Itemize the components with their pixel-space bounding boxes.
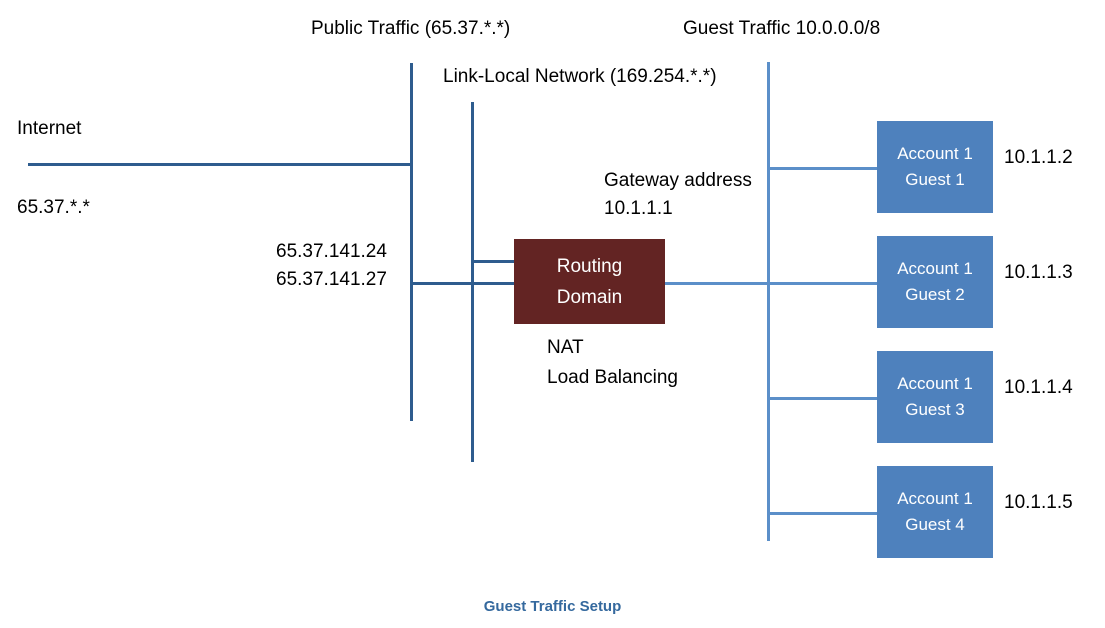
routing-domain-line-2: Domain xyxy=(556,286,623,308)
gateway-address-label: Gateway address xyxy=(604,170,752,191)
guest-4-name: Guest 4 xyxy=(905,515,965,534)
guest-box-1[interactable]: Account 1 Guest 1 xyxy=(877,121,993,213)
internet-label: Internet xyxy=(17,118,82,139)
guest-box-2[interactable]: Account 1 Guest 2 xyxy=(877,236,993,328)
internet-link-line xyxy=(28,163,413,166)
link-local-title: Link-Local Network (169.254.*.*) xyxy=(443,66,717,87)
guest-4-ip-label: 10.1.1.5 xyxy=(1004,492,1073,513)
guest-3-ip-label: 10.1.1.4 xyxy=(1004,377,1073,398)
public-ip-2-label: 65.37.141.27 xyxy=(276,269,387,290)
guest-4-account: Account 1 xyxy=(897,489,973,508)
guest-2-name: Guest 2 xyxy=(905,285,965,304)
internet-range-label: 65.37.*.* xyxy=(17,197,90,218)
nat-label: NAT xyxy=(547,337,584,358)
guest-2-ip-label: 10.1.1.3 xyxy=(1004,262,1073,283)
guest-1-ip-label: 10.1.1.2 xyxy=(1004,147,1073,168)
public-traffic-to-routing-connector xyxy=(410,282,517,285)
guest-3-name: Guest 3 xyxy=(905,400,965,419)
guest-4-connector xyxy=(767,512,879,515)
guest-1-name: Guest 1 xyxy=(905,170,965,189)
guest-3-account: Account 1 xyxy=(897,374,973,393)
load-balancing-label: Load Balancing xyxy=(547,367,678,388)
guest-box-3[interactable]: Account 1 Guest 3 xyxy=(877,351,993,443)
guest-3-connector xyxy=(767,397,879,400)
gateway-ip-label: 10.1.1.1 xyxy=(604,198,673,219)
public-ip-1-label: 65.37.141.24 xyxy=(276,241,387,262)
public-traffic-trunk-line xyxy=(410,63,413,421)
guest-traffic-title: Guest Traffic 10.0.0.0/8 xyxy=(683,18,881,39)
link-local-to-routing-connector xyxy=(471,260,517,263)
guest-2-account: Account 1 xyxy=(897,259,973,278)
routing-to-guest-trunk-connector xyxy=(663,282,770,285)
guest-box-4[interactable]: Account 1 Guest 4 xyxy=(877,466,993,558)
routing-domain-box[interactable]: Routing Domain xyxy=(514,239,665,324)
public-traffic-title: Public Traffic (65.37.*.*) xyxy=(311,18,511,39)
guest-1-connector xyxy=(767,167,879,170)
guest-1-account: Account 1 xyxy=(897,144,973,163)
guest-2-connector xyxy=(767,282,879,285)
diagram-caption: Guest Traffic Setup xyxy=(483,598,622,615)
routing-domain-line-1: Routing xyxy=(556,255,623,277)
guest-traffic-trunk-line xyxy=(767,62,770,541)
